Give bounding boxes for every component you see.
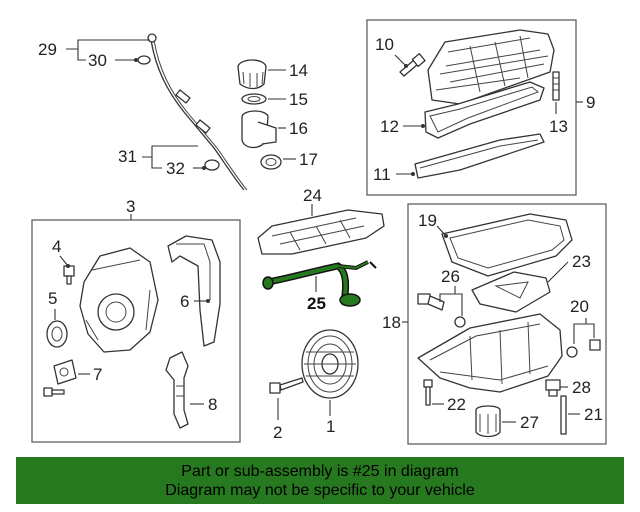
oil-windage-tray[interactable]	[257, 209, 385, 255]
callout-18: 18	[382, 313, 401, 332]
dipstick-seal-ring[interactable]	[137, 55, 151, 65]
crankshaft-balancer[interactable]	[301, 329, 359, 399]
oil-level-sensor[interactable]	[165, 351, 189, 429]
parts-diagram: 29 30 31 32 14 15 16 17 10 12	[31, 19, 607, 445]
callout-10: 10	[375, 35, 394, 54]
drain-plug[interactable]	[545, 379, 561, 397]
callout-2: 2	[273, 423, 282, 442]
callout-24: 24	[303, 186, 322, 205]
callout-17: 17	[299, 150, 318, 169]
leader-4	[59, 255, 69, 267]
callout-20: 20	[570, 297, 589, 316]
callout-8: 8	[208, 395, 217, 414]
valve-cover-seal[interactable]	[414, 133, 545, 179]
callout-3: 3	[126, 197, 135, 216]
drain-plug-bolt[interactable]	[589, 339, 601, 351]
small-bolt[interactable]	[43, 387, 65, 397]
valve-cover-box	[366, 19, 577, 196]
callout-16: 16	[289, 119, 308, 138]
sensor[interactable]	[53, 359, 77, 385]
callout-27: 27	[520, 413, 539, 432]
callout-22: 22	[447, 395, 466, 414]
banner-line-1: Part or sub-assembly is #25 in diagram	[181, 463, 459, 480]
valve-cover-bolt[interactable]	[399, 53, 426, 77]
drain-plug-washer[interactable]	[566, 346, 578, 358]
timing-cover-box	[31, 219, 241, 443]
callout-23: 23	[572, 252, 591, 271]
callout-31: 31	[118, 147, 137, 166]
timing-cover[interactable]	[79, 247, 159, 353]
timing-cover-bolt[interactable]	[63, 265, 75, 285]
callout-5: 5	[48, 289, 57, 308]
leader-31	[142, 145, 198, 169]
leader-19	[436, 225, 447, 237]
sensor-o-ring[interactable]	[454, 316, 466, 328]
oil-filler-tube[interactable]	[241, 110, 277, 149]
callout-4: 4	[52, 237, 61, 256]
callout-25: 25	[307, 294, 326, 313]
callout-7: 7	[93, 365, 102, 384]
callout-29: 29	[38, 40, 57, 59]
leader-23	[547, 261, 569, 283]
leader-29	[66, 39, 150, 61]
callout-15: 15	[289, 90, 308, 109]
oil-pan-stud[interactable]	[560, 395, 567, 435]
callout-11: 11	[373, 165, 391, 184]
filler-seal[interactable]	[241, 93, 267, 105]
leader-26	[439, 286, 463, 316]
crankshaft-front-seal[interactable]	[46, 320, 68, 348]
callout-1: 1	[326, 417, 335, 436]
leader-10	[394, 54, 407, 67]
timing-cover-gasket[interactable]	[167, 235, 221, 347]
oil-pan-box	[407, 203, 607, 445]
valve-cover[interactable]	[427, 29, 555, 105]
info-banner: Part or sub-assembly is #25 in diagram D…	[16, 457, 624, 504]
banner-line-2: Diagram may not be specific to your vehi…	[165, 482, 475, 499]
oil-pan-bolt[interactable]	[423, 379, 433, 406]
dipstick-tube-seal[interactable]	[204, 159, 220, 171]
oil-pressure-sensor[interactable]	[417, 293, 445, 311]
oil-pan[interactable]	[417, 313, 563, 393]
oil-filter[interactable]	[475, 405, 501, 438]
crankshaft-balancer-bolt[interactable]	[269, 377, 304, 394]
callout-12: 12	[380, 117, 399, 136]
oil-filler-cap[interactable]	[237, 59, 267, 90]
leader-20	[573, 318, 595, 344]
callout-21: 21	[584, 405, 603, 424]
callout-6: 6	[180, 292, 189, 311]
callout-26: 26	[441, 267, 460, 286]
callout-13: 13	[549, 117, 568, 136]
oil-pump-pickup-tube[interactable]	[262, 260, 377, 307]
callout-9: 9	[586, 93, 595, 112]
valve-cover-stud[interactable]	[552, 71, 560, 101]
oil-pan-gasket[interactable]	[441, 213, 573, 277]
oil-pan-baffle[interactable]	[471, 271, 551, 313]
dipstick-assembly[interactable]	[147, 33, 248, 191]
callout-14: 14	[289, 61, 308, 80]
callout-28: 28	[572, 378, 591, 397]
callout-30: 30	[88, 51, 107, 70]
callout-32: 32	[166, 159, 185, 178]
filler-tube-seal[interactable]	[260, 154, 282, 170]
callout-19: 19	[418, 211, 437, 230]
